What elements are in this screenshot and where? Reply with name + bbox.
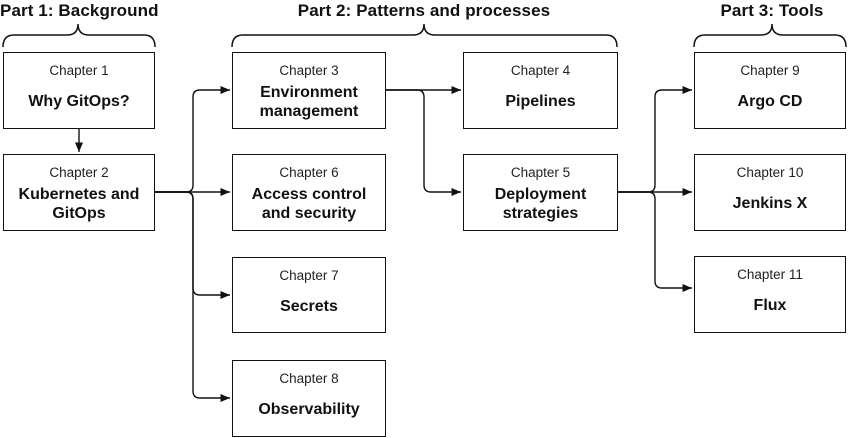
chapter-9-box: Chapter 9 Argo CD <box>694 52 846 129</box>
chapter-4-box: Chapter 4 Pipelines <box>463 52 618 129</box>
chapter-4-number: Chapter 4 <box>510 63 571 78</box>
chapter-2-title: Kubernetes and GitOps <box>18 185 140 222</box>
chapter-10-title: Jenkins X <box>732 195 808 212</box>
chapter-2-number: Chapter 2 <box>49 165 109 180</box>
part-1-label: Part 1: Background <box>0 1 159 20</box>
chapter-6-number: Chapter 6 <box>279 165 339 180</box>
part-1-brace <box>2 23 156 48</box>
chapter-1-box: Chapter 1 Why GitOps? <box>3 52 155 129</box>
chapter-9-number: Chapter 9 <box>740 63 800 78</box>
chapter-6-box: Chapter 6 Access control and security <box>232 154 386 231</box>
chapter-1-number: Chapter 1 <box>49 63 109 78</box>
chapter-11-number: Chapter 11 <box>737 267 803 282</box>
chapter-7-number: Chapter 7 <box>279 268 339 283</box>
chapter-11-title: Flux <box>753 297 787 314</box>
arrow-ch3-to-ch5 <box>386 89 461 196</box>
chapter-1-title: Why GitOps? <box>28 93 130 110</box>
chapter-8-number: Chapter 8 <box>279 371 339 386</box>
chapter-5-number: Chapter 5 <box>510 165 571 180</box>
part-2-label: Part 2: Patterns and processes <box>297 1 551 20</box>
arrow-ch5-to-ch9 <box>618 86 692 193</box>
part-3-brace <box>693 23 847 48</box>
chapter-5-title: Deployment strategies <box>494 185 587 222</box>
chapter-3-title: Environment management <box>259 83 359 120</box>
chapter-10-number: Chapter 10 <box>736 165 804 180</box>
part-3-label: Part 3: Tools <box>720 1 824 20</box>
chapter-3-number: Chapter 3 <box>279 63 339 78</box>
chapter-9-title: Argo CD <box>737 93 803 110</box>
chapter-3-box: Chapter 3 Environment management <box>232 52 386 129</box>
chapter-4-title: Pipelines <box>505 93 576 110</box>
chapter-7-box: Chapter 7 Secrets <box>232 257 386 333</box>
chapter-7-title: Secrets <box>280 297 338 315</box>
chapter-6-title: Access control and security <box>251 185 367 222</box>
arrow-ch2-to-ch8 <box>155 191 230 402</box>
chapter-11-box: Chapter 11 Flux <box>694 256 846 333</box>
chapter-8-box: Chapter 8 Observability <box>232 360 386 437</box>
chapter-8-title: Observability <box>258 401 360 418</box>
chapter-10-box: Chapter 10 Jenkins X <box>694 154 846 231</box>
arrow-ch2-to-ch3 <box>155 86 230 193</box>
chapter-5-box: Chapter 5 Deployment strategies <box>463 154 618 231</box>
arrow-ch5-to-ch11 <box>618 191 692 292</box>
chapter-2-box: Chapter 2 Kubernetes and GitOps <box>3 154 155 231</box>
part-2-brace <box>231 23 618 48</box>
